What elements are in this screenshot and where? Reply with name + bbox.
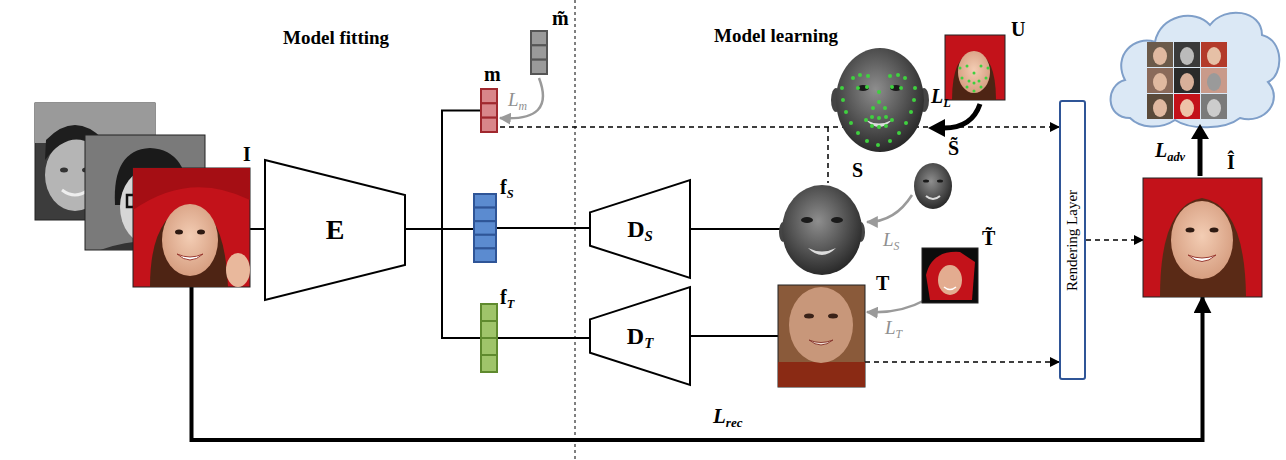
section-title: Model learning [714,26,838,45]
vector-cell [481,89,497,103]
label-holder: Model learning [714,26,838,46]
vector-cell [531,60,547,74]
section-title: Model fitting [283,28,389,47]
connector [500,78,543,118]
vector-cell [474,221,496,235]
shape-feature: fS [473,193,497,263]
label-holder: LL [931,86,951,107]
shape-decoder: DS [590,180,690,278]
loss-label: Lrec [712,406,743,427]
input-image: I [133,168,250,287]
vector-cell [481,304,497,321]
node-label: fS [500,177,514,197]
texture-output: T [778,285,865,387]
loss-label: Lm [507,90,528,109]
vector-cells [480,88,498,133]
connector [250,228,265,230]
loss-label: LT [884,318,903,337]
node-label: S̃ [948,138,959,158]
vector-cells [530,30,548,75]
node-label: m [484,64,501,84]
vector-cell [474,248,496,262]
shape-target: S̃ [912,160,955,210]
texture-target: T̃ [922,248,978,303]
landmark-image: U [945,35,1005,100]
node-label: S [852,160,863,180]
vector-cell [531,31,547,45]
label-holder: Lm [507,90,528,110]
trapezoid-outline [590,180,690,278]
label-holder: Ladv [1155,140,1185,161]
label-holder: Lrec [712,406,743,427]
loss-label: LL [931,86,951,106]
label-holder: Model fitting [283,28,389,48]
connector [192,287,1203,440]
connector [867,300,925,312]
connector [1086,239,1143,241]
connector [867,195,912,222]
vector-cell [481,355,497,372]
loss-label: LS [882,230,900,249]
trapezoid-outline [590,287,690,385]
node-label: Rendering Layer [1065,189,1080,290]
vector-cell [481,338,497,355]
rendered-image: Î [1143,178,1262,297]
rendering-layer: Rendering Layer [1059,100,1086,380]
node-label: E [326,216,345,244]
connector [690,335,778,337]
connector [690,228,780,230]
node-label: fT [500,287,514,307]
node-label: I [243,144,251,164]
vector-cell [481,103,497,117]
node-label: U [1011,19,1025,39]
target-param-vector: m̃ [530,30,548,75]
connector [497,227,590,229]
vector-cell [481,118,497,132]
vector-cell [474,194,496,208]
texture-feature: fT [480,303,498,373]
node-label: Î [1227,152,1235,172]
loss-label: Ladv [1155,140,1185,160]
connector [865,361,1059,363]
vector-cells [473,193,497,263]
label-holder: LT [884,318,903,338]
connector [500,126,1059,128]
vector-cell [531,45,547,59]
node-label: T [876,273,889,293]
connector [405,111,480,230]
texture-decoder: DT [590,287,690,385]
connector [498,337,590,339]
node-label: T̃ [982,228,995,248]
vector-cell [474,208,496,222]
vector-cell [474,235,496,249]
trapezoid-outline [265,160,405,300]
node-label: DT [627,324,653,348]
param-vector: m [480,88,498,133]
connector [405,229,480,338]
node-label: DS [627,217,653,241]
label-holder: LS [882,230,900,250]
shape-output: S [780,182,865,275]
vector-cells [480,303,498,373]
vector-cell [481,321,497,338]
node-label: m̃ [552,8,569,28]
encoder: E [265,160,405,300]
